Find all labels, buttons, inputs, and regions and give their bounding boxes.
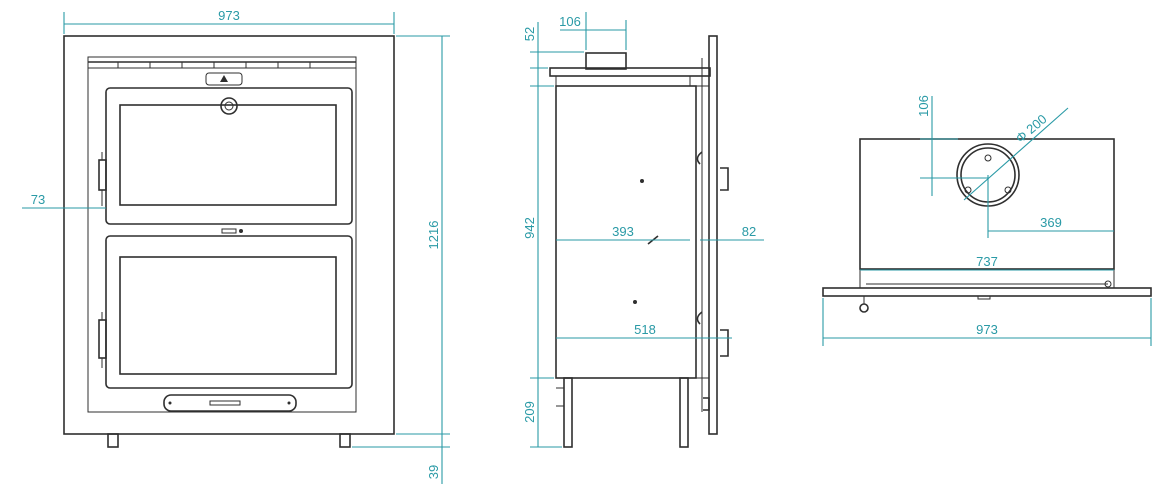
ash-drawer <box>163 394 297 412</box>
top-knob <box>859 303 869 313</box>
top-base-plate <box>822 287 1152 297</box>
flue-offset-x-label: 369 <box>1040 215 1062 230</box>
front-inner-panel <box>87 56 357 413</box>
side-hinges <box>703 167 729 411</box>
lower-door-handle <box>696 311 703 325</box>
upper-door-handle <box>696 151 703 165</box>
body-height-label: 942 <box>522 217 537 239</box>
overall-width-label: 973 <box>976 322 998 337</box>
side-offset-label: 73 <box>31 192 45 207</box>
front-view: 973 1216 39 73 <box>22 8 450 484</box>
front-outer-frame <box>63 35 395 435</box>
lower-door-glass <box>119 256 337 375</box>
side-front-leg <box>679 377 689 448</box>
front-width-label: 973 <box>218 8 240 23</box>
front-panel-edge <box>708 35 718 435</box>
mid-depth-label: 393 <box>612 224 634 239</box>
upper-door-glass <box>119 104 337 206</box>
top-plate <box>549 67 711 77</box>
lower-door <box>105 235 353 389</box>
side-rear-leg <box>563 377 573 448</box>
upper-hinge <box>98 159 107 191</box>
side-view: 106 52 942 209 393 82 518 <box>522 12 764 448</box>
flue-offset-y-label: 106 <box>916 95 931 117</box>
side-leg-height-label: 209 <box>522 401 537 423</box>
lower-hinge <box>98 319 107 359</box>
front-height-label: 1216 <box>426 221 441 250</box>
top-height-label: 52 <box>522 27 537 41</box>
flue-width-label: 106 <box>559 14 581 29</box>
front-projection-label: 82 <box>742 224 756 239</box>
top-body <box>859 138 1115 270</box>
front-left-leg <box>107 433 119 448</box>
body-width-label: 737 <box>976 254 998 269</box>
front-leg-height-label: 39 <box>426 465 441 479</box>
total-depth-label: 518 <box>634 322 656 337</box>
logo-icon <box>220 75 228 82</box>
control-slider <box>221 228 237 234</box>
top-view: 106 Φ 200 369 737 973 <box>822 95 1152 346</box>
door-knob-icon <box>220 97 238 115</box>
upper-door <box>105 87 353 225</box>
flue-collar <box>585 52 627 70</box>
side-body <box>555 85 697 379</box>
grill-slots <box>117 62 311 68</box>
front-right-leg <box>339 433 351 448</box>
flue-diameter-dimension <box>963 107 1069 201</box>
logo-plate <box>205 72 243 86</box>
ash-drawer-slider <box>209 400 241 406</box>
